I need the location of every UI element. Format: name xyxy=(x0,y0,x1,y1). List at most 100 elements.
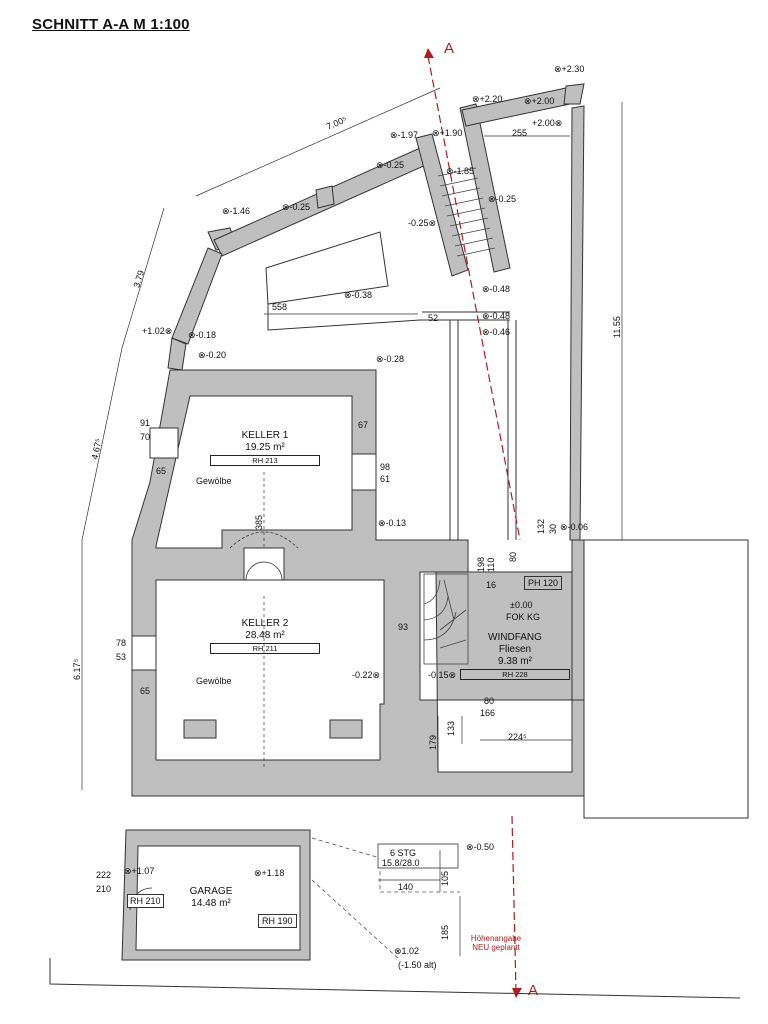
room-name: WINDFANG xyxy=(488,632,542,643)
dim-65a: 65 xyxy=(156,466,167,476)
dim-98: 98 xyxy=(380,462,391,472)
room-name: KELLER 1 xyxy=(241,430,289,441)
section-label-top: A xyxy=(444,40,455,57)
garage-code: RH 190 xyxy=(258,914,297,928)
dim-558: 558 xyxy=(272,302,288,312)
dim-67: 67 xyxy=(358,420,369,430)
note-line-1: Höhenangabe xyxy=(470,934,522,943)
level-marker: ⊗+1.18 xyxy=(254,868,285,878)
dim-185: 185 xyxy=(440,924,450,940)
room-floor: Fliesen xyxy=(498,644,532,655)
vault-label: Gewölbe xyxy=(196,476,232,486)
site-boundary xyxy=(583,539,749,819)
vault-label: Gewölbe xyxy=(196,676,232,686)
pillar-right xyxy=(329,719,363,739)
spiral-staircase xyxy=(423,573,469,665)
section-label-bottom: A xyxy=(528,982,539,999)
level-marker: ⊗-0.25 xyxy=(282,202,311,212)
level-marker: ⊗+2.20 xyxy=(472,94,503,104)
ramp-lines xyxy=(311,837,460,893)
dim-16: 16 xyxy=(486,580,497,590)
room-keller-2: KELLER 2 28.48 m² RH 211 xyxy=(210,618,320,654)
level-marker: ⊗-0.25 xyxy=(376,160,405,170)
room-area: 14.48 m² xyxy=(191,898,231,909)
section-arrow-bottom xyxy=(512,988,522,998)
garage-side-code: RH 210 xyxy=(127,894,164,908)
level-marker: ⊗-0.46 xyxy=(482,327,511,337)
level-marker: ⊗-0.13 xyxy=(378,518,407,528)
stair-ratio: 15.8/28.0 xyxy=(382,858,420,868)
dim-2245: 224⁵ xyxy=(508,732,527,742)
level-marker: +1.02⊗ xyxy=(142,326,173,336)
ph-label: PH 120 xyxy=(524,576,563,590)
dim-617: 6.17⁵ xyxy=(72,658,82,680)
windfang-level: ±0.00 xyxy=(510,600,533,610)
room-code: RH 213 xyxy=(210,455,320,466)
room-garage: GARAGE 14.48 m² xyxy=(156,886,266,910)
ramp-diag xyxy=(311,879,401,961)
level-marker: ⊗+2.30 xyxy=(554,64,585,74)
dim-65b: 65 xyxy=(140,686,151,696)
door-swing xyxy=(245,561,283,581)
window-keller1-right xyxy=(351,453,377,491)
level-marker: ⊗-0.18 xyxy=(188,330,217,340)
room-code: RH 228 xyxy=(460,669,570,680)
dim-166: 166 xyxy=(480,708,496,718)
level-marker: ⊗-0.28 xyxy=(376,354,405,364)
level-marker: ⊗-0.06 xyxy=(560,522,589,532)
dim-222: 222 xyxy=(96,870,112,880)
dim-132: 132 xyxy=(536,518,546,534)
upper-staircase xyxy=(437,167,496,257)
drawing-title: SCHNITT A-A M 1:100 xyxy=(32,16,190,33)
level-marker: ⊗-0.20 xyxy=(198,350,227,360)
window-keller2-left xyxy=(131,635,157,671)
level-marker: ⊗+2.00 xyxy=(524,96,555,106)
height-note: Höhenangabe NEU geplantt xyxy=(456,934,536,952)
room-area: 28.48 m² xyxy=(245,630,285,641)
dim-110: 110 xyxy=(486,557,496,572)
dim-1155: 11.55 xyxy=(612,316,622,338)
window-keller1-left xyxy=(149,427,179,459)
room-area: 9.38 m² xyxy=(498,656,532,667)
room-code: RH 211 xyxy=(210,643,320,654)
level-marker: -0.25⊗ xyxy=(408,218,437,228)
dim-70: 70 xyxy=(140,432,151,442)
dim-80: 80 xyxy=(484,696,495,706)
note-line-2: NEU geplantt xyxy=(472,943,520,952)
level-marker: ⊗-0.38 xyxy=(344,290,373,300)
room-area: 19.25 m² xyxy=(245,442,285,453)
level-marker: ⊗-0.25 xyxy=(488,194,517,204)
level-marker: +2.00⊗ xyxy=(532,118,563,128)
section-line-lower xyxy=(511,815,517,993)
room-name: KELLER 2 xyxy=(241,618,289,629)
level-marker: ⊗-0.48 xyxy=(482,284,511,294)
room-name: GARAGE xyxy=(189,886,233,897)
dim-80b: 80 xyxy=(508,551,518,562)
dim-91: 91 xyxy=(140,418,151,428)
dim-210: 210 xyxy=(96,884,112,894)
dim-198: 198 xyxy=(476,556,486,572)
level-marker: ⊗-1.46 xyxy=(222,206,251,216)
level-marker: ⊗-0.50 xyxy=(466,842,495,852)
dim-61: 61 xyxy=(380,474,391,484)
inner-courtyard-outline xyxy=(265,231,389,305)
basement-walls xyxy=(131,369,585,797)
dim-105: 105 xyxy=(440,870,450,886)
section-arrow-top xyxy=(424,48,434,58)
courtyard-lines xyxy=(267,304,510,331)
level-marker: (-1.50 alt) xyxy=(398,960,437,970)
dim-140: 140 xyxy=(398,882,414,892)
level-marker: ⊗-0.48 xyxy=(482,311,511,321)
terrain-line xyxy=(49,958,741,999)
dim-179: 179 xyxy=(428,734,438,750)
dim-385: 385 xyxy=(254,514,264,530)
section-line xyxy=(427,55,521,541)
level-marker: -0.22⊗ xyxy=(352,670,381,680)
level-marker: ⊗+1.90 xyxy=(432,128,463,138)
dimension-lines xyxy=(81,87,623,956)
dim-53: 53 xyxy=(116,652,127,662)
level-marker: ⊗-1.97 xyxy=(390,130,419,140)
dim-78: 78 xyxy=(116,638,127,648)
level-marker: -0.15⊗ xyxy=(428,670,457,680)
